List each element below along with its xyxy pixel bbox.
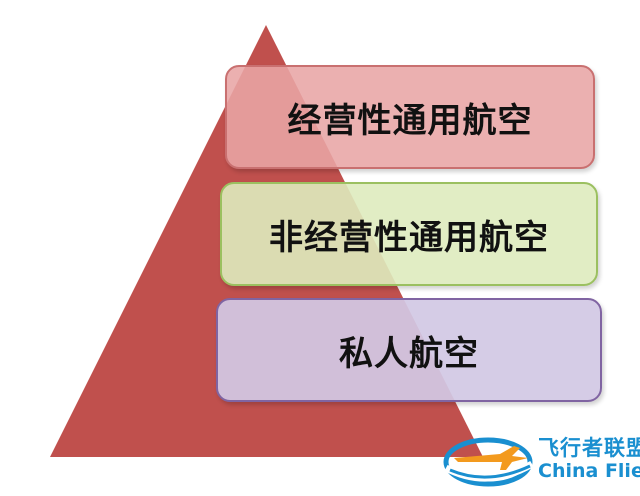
tier-label: 私人航空 <box>339 333 479 374</box>
tier-private-aviation: 私人航空 <box>216 298 602 402</box>
watermark-logo: 飞行者联盟 China Flier <box>440 428 640 492</box>
tier-label: 非经营性通用航空 <box>269 217 549 258</box>
airplane-logo-icon <box>443 437 534 487</box>
watermark-text-cn: 飞行者联盟 <box>538 436 640 460</box>
watermark-text-en: China Flier <box>538 460 640 482</box>
tier-noncommercial-general-aviation: 非经营性通用航空 <box>220 182 598 286</box>
tier-commercial-general-aviation: 经营性通用航空 <box>225 65 595 169</box>
tier-label: 经营性通用航空 <box>287 100 533 141</box>
